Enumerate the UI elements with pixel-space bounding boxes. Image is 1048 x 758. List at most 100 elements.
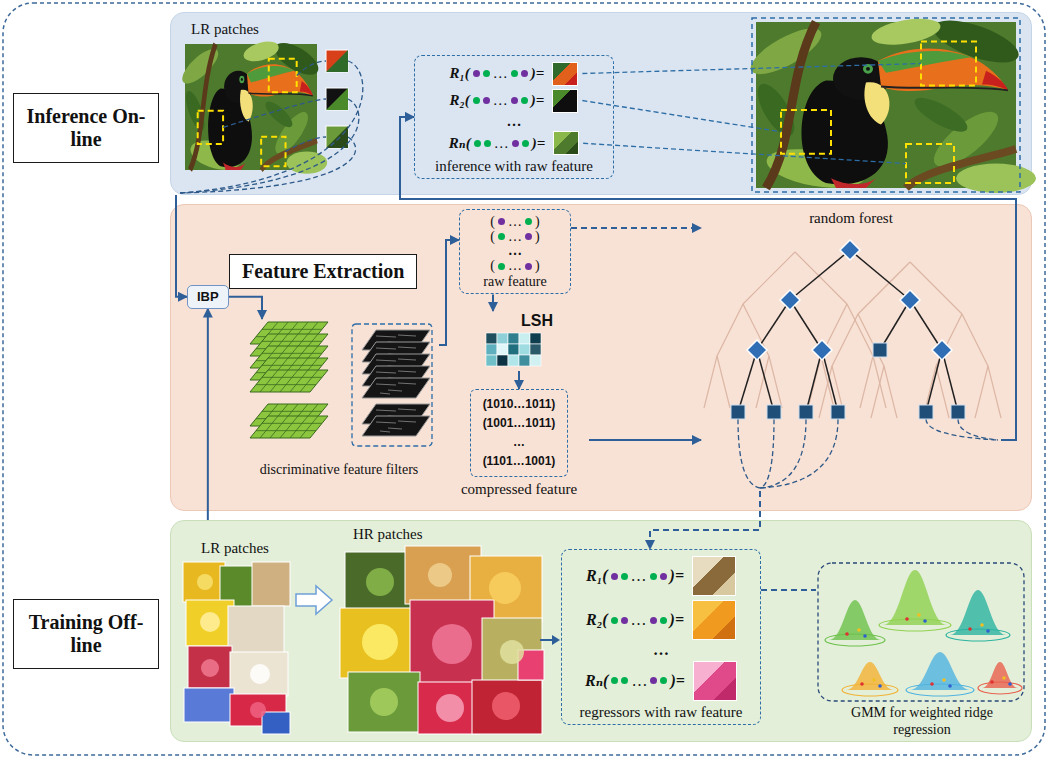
formula-row: R₁(…)= xyxy=(586,554,736,598)
tree-branch xyxy=(975,366,988,418)
feature-dot xyxy=(660,617,667,624)
filter-grid xyxy=(262,353,322,354)
formula-open: ( xyxy=(490,258,495,274)
feature-dot xyxy=(611,573,618,580)
tree-branch xyxy=(858,262,910,314)
leader-line xyxy=(286,137,326,151)
band-heading: Inference On-line xyxy=(26,105,146,151)
lr-patch-detail xyxy=(326,50,348,72)
connector xyxy=(229,297,262,319)
formula-row: Rₙ(…)= xyxy=(585,659,737,703)
formula-open: R₁( xyxy=(586,567,608,585)
feature-map-frame xyxy=(352,324,432,446)
formula-row: ( …) xyxy=(490,229,539,244)
feature-texture xyxy=(376,384,396,385)
tree-branch xyxy=(910,300,942,350)
image-patch xyxy=(552,89,578,113)
flower-detail xyxy=(436,694,464,722)
image-caption: LR patches xyxy=(201,540,269,556)
ellipsis: … xyxy=(493,65,508,82)
input-image xyxy=(179,36,327,174)
feature-dot xyxy=(498,263,505,270)
feature-dot xyxy=(525,233,532,240)
caption-slot: LR patches xyxy=(201,539,269,557)
sample-dot xyxy=(930,682,934,686)
formula-close: )= xyxy=(532,135,546,152)
split-node xyxy=(840,240,860,260)
ellipsis: … xyxy=(508,229,522,245)
connector xyxy=(176,195,187,297)
formula-close: )= xyxy=(670,611,684,629)
feature-dot xyxy=(473,70,480,77)
tree-branch xyxy=(871,366,884,418)
flower-detail xyxy=(500,640,524,664)
filter-grid xyxy=(270,416,288,438)
lr-training-patch xyxy=(186,600,234,646)
feature-texture xyxy=(376,372,396,373)
feature-dot xyxy=(621,573,628,580)
hash-cell xyxy=(530,355,541,366)
formula-row: (…) xyxy=(490,259,539,274)
output-image xyxy=(744,12,1036,194)
formula-close: )= xyxy=(670,672,684,690)
patch-marker xyxy=(781,110,831,154)
leader-line xyxy=(180,61,363,193)
formula-close: ) xyxy=(535,214,540,230)
leaf-link xyxy=(760,419,774,488)
filter-grid xyxy=(290,370,308,392)
feature-texture xyxy=(398,347,416,348)
feature-texture xyxy=(398,335,416,336)
beak-tip xyxy=(982,71,1008,91)
leaf-link xyxy=(738,419,760,488)
gaussian-bell xyxy=(846,662,894,690)
formula-close: ) xyxy=(535,229,540,245)
hash-cell xyxy=(486,355,497,366)
formula-row: … xyxy=(508,244,522,259)
patch-marker xyxy=(921,42,976,86)
formula-open: ( xyxy=(490,229,495,245)
patch-marker xyxy=(261,137,285,167)
image-patch xyxy=(692,600,736,640)
ellipsis: … xyxy=(494,135,509,152)
feature-texture xyxy=(376,410,396,411)
hash-cell xyxy=(519,344,530,355)
feature-texture xyxy=(388,390,402,391)
heading-box: Feature Extraction xyxy=(229,254,417,289)
caption-slot: LR patches xyxy=(191,20,259,38)
tree-branch xyxy=(860,356,873,408)
feature-dot xyxy=(621,617,628,624)
filter-grid xyxy=(260,370,278,392)
feature-dot xyxy=(611,617,618,624)
feature-dot xyxy=(483,70,490,77)
feature-dot xyxy=(660,677,667,684)
tree-branch xyxy=(790,300,822,350)
leader-line xyxy=(223,99,326,127)
feature-dot xyxy=(483,97,490,104)
feature-texture xyxy=(380,431,390,432)
feature-dot xyxy=(498,218,505,225)
flower-detail xyxy=(489,572,521,604)
flower-detail xyxy=(200,612,220,632)
bird-beak xyxy=(247,64,313,96)
tree-branch xyxy=(942,350,958,412)
lr-training-patch xyxy=(184,688,234,722)
leaf-node xyxy=(767,405,781,419)
gmm-frame xyxy=(818,563,1024,701)
beak-line xyxy=(248,93,312,96)
caption-slot: HR patches xyxy=(353,525,423,543)
feature-dot xyxy=(621,677,628,684)
feature-texture xyxy=(398,409,416,410)
bird-eye xyxy=(239,75,245,84)
leaf xyxy=(243,38,280,65)
formula-close: )= xyxy=(670,567,684,585)
formula-close: )= xyxy=(531,65,545,82)
tree-branch xyxy=(756,356,769,408)
hr-training-patch xyxy=(340,608,420,678)
feature-dot xyxy=(525,263,532,270)
leader-line xyxy=(583,143,906,163)
hr-training-patch xyxy=(418,682,480,734)
bird-throat xyxy=(864,82,889,124)
filter-grid xyxy=(270,370,288,392)
lr-training-patch xyxy=(188,646,232,688)
lr-patch xyxy=(326,88,348,110)
